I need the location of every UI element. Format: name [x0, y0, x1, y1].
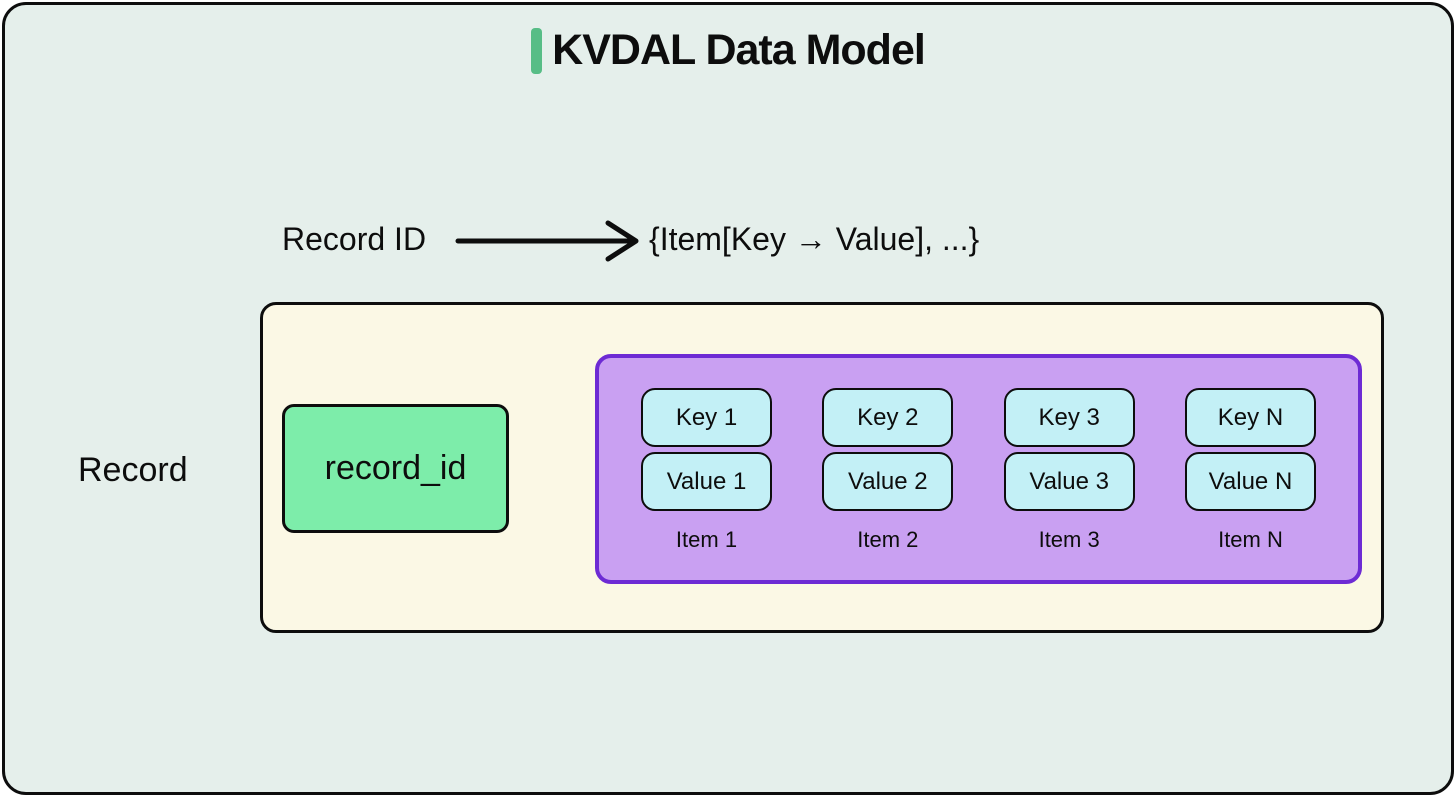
value-text: Value 2 — [848, 467, 928, 495]
title-row: KVDAL Data Model — [5, 26, 1451, 74]
page-title: KVDAL Data Model — [552, 26, 926, 74]
value-box: Value 1 — [641, 452, 772, 511]
item-label: Item 2 — [857, 527, 919, 552]
record-id-box: record_id — [282, 404, 509, 533]
items-container: Key 1 Value 1 Item 1 Key 2 Value 2 Item … — [595, 354, 1362, 584]
key-box: Key N — [1184, 388, 1316, 447]
item-column-2: Key 2 Value 2 Item 2 — [822, 388, 954, 580]
item-label: Item 1 — [675, 527, 738, 552]
key-text: Key 1 — [675, 403, 738, 431]
key-text: Key 2 — [857, 403, 919, 431]
item-column-3: Key 3 Value 3 Item 3 — [1003, 388, 1135, 580]
key-text: Key N — [1217, 403, 1284, 431]
key-box: Key 3 — [1003, 388, 1135, 447]
item-column-1: Key 1 Value 1 Item 1 — [641, 388, 772, 580]
record-id-text: record_id — [324, 449, 467, 487]
title-accent-bar — [531, 27, 543, 74]
record-label: Record — [78, 451, 188, 489]
item-column-n: Key N Value N Item N — [1184, 388, 1316, 580]
value-box: Value 3 — [1003, 452, 1135, 511]
mapping-expression: {Item[Key → Value], ...} — [649, 221, 980, 257]
value-text: Value N — [1208, 467, 1293, 495]
key-box: Key 2 — [822, 388, 954, 447]
value-box: Value N — [1184, 452, 1316, 511]
right-arrow-icon — [455, 220, 639, 262]
value-box: Value 2 — [822, 452, 954, 511]
record-id-mapping-label: Record ID — [282, 221, 427, 257]
key-text: Key 3 — [1038, 403, 1100, 431]
value-text: Value 3 — [1029, 467, 1109, 495]
value-text: Value 1 — [666, 467, 747, 495]
item-label: Item 3 — [1038, 527, 1100, 552]
key-box: Key 1 — [641, 388, 772, 447]
item-label: Item N — [1218, 527, 1283, 552]
